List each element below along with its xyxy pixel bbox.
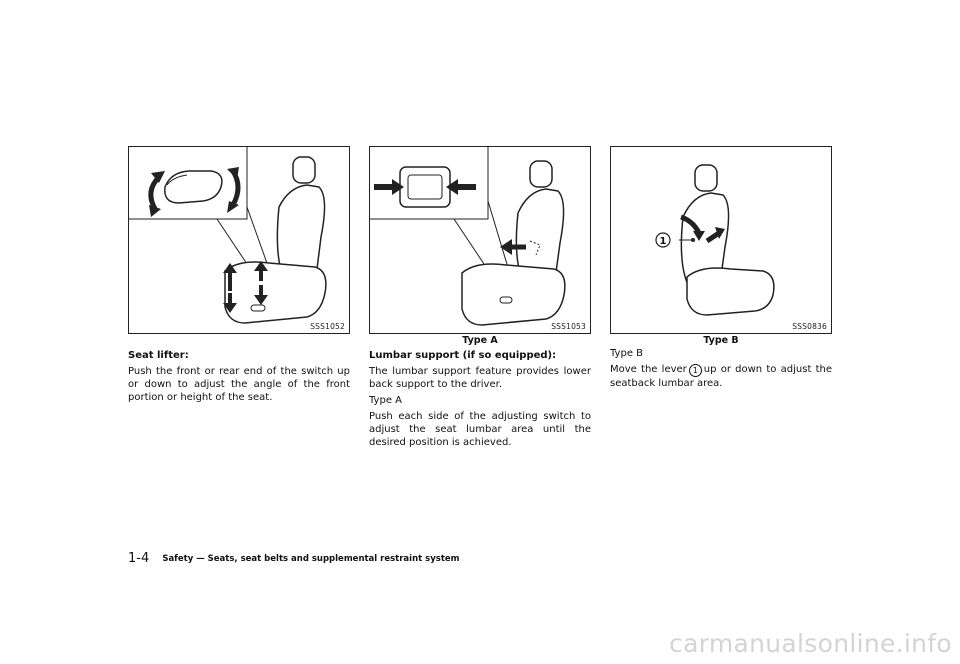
figure-caption	[128, 335, 350, 347]
lumbar-lever-illustration: 1	[655, 164, 775, 316]
callout-number: 1	[660, 236, 667, 247]
heading-seat-lifter: Seat lifter:	[128, 350, 189, 361]
watermark: carmanualsonline.info	[669, 629, 952, 658]
figure-caption: Type B	[703, 335, 739, 346]
text-move-lever: Move the lever	[610, 364, 687, 375]
heading-lumbar-support: Lumbar support (if so equipped):	[369, 350, 557, 361]
text-lever-action: up or down to adjust the seatback lumbar…	[610, 364, 832, 389]
figure-code: SSS1052	[310, 322, 345, 331]
callout-badge: 1	[688, 364, 702, 377]
figure-code: SSS0836	[792, 322, 827, 331]
figure-seat-lifter: SSS1052	[128, 146, 350, 334]
paragraph-type-a-instruction: Push each side of the adjusting switch t…	[369, 411, 591, 448]
figure-lumbar-type-b: 1 SSS0836	[610, 146, 832, 334]
paragraph-seat-lifter: Push the front or rear end of the switch…	[128, 366, 350, 403]
lumbar-switch-illustration	[370, 147, 566, 326]
paragraph-type-a-label: Type A	[369, 395, 402, 406]
page-number: 1-4	[128, 551, 150, 566]
seat-lifter-illustration	[129, 147, 327, 324]
figure-lumbar-type-a: SSS1053	[369, 146, 591, 334]
column-seat-lifter: SSS1052 Seat lifter: Push the front or r…	[128, 146, 350, 407]
page-footer: 1-4 Safety — Seats, seat belts and suppl…	[128, 548, 460, 567]
paragraph-lumbar-intro: The lumbar support feature provides lowe…	[369, 366, 591, 390]
section-title: Safety — Seats, seat belts and supplemen…	[162, 553, 460, 564]
paragraph-type-b-label: Type B	[610, 348, 644, 359]
figure-caption: Type A	[462, 335, 498, 346]
column-lumbar-type-a: SSS1053 Type A Lumbar support (if so equ…	[369, 146, 591, 452]
figure-code: SSS1053	[551, 322, 586, 331]
